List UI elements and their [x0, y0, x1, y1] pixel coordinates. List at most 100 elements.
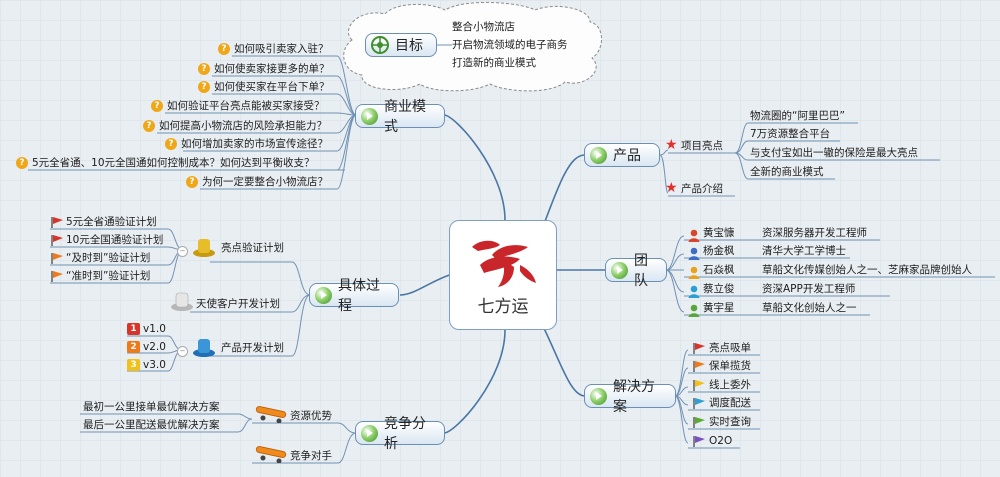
goal-item: 打造新的商业模式	[452, 57, 536, 69]
highlight-plan-label: 亮点验证计划	[221, 242, 284, 254]
member-role: 资深服务器开发工程师	[762, 227, 867, 239]
qifangyun-logo-icon	[472, 240, 536, 287]
question-icon: ?	[143, 120, 155, 132]
highlight-plan-item: 10元全国通验证计划	[66, 234, 164, 246]
goal-label: 目标	[395, 38, 423, 54]
person-icon	[688, 245, 700, 260]
project-highlights-label: 项目亮点	[681, 140, 723, 152]
highlight-item: 7万资源整合平台	[750, 128, 831, 140]
question-icon: ?	[16, 157, 28, 169]
version-item: v1.0	[143, 323, 166, 335]
skateboard-icon	[255, 446, 287, 463]
team-label: 团队	[634, 253, 648, 289]
flag-icon	[693, 436, 705, 447]
orange-flag-icon	[51, 271, 63, 282]
process-node[interactable]: 具体过程	[309, 278, 399, 314]
orange-flag-icon	[51, 253, 63, 264]
angel-plan-label: 天使客户开发计划	[196, 298, 280, 310]
person-icon	[688, 302, 700, 317]
solution-node[interactable]: 解决方案	[584, 379, 676, 415]
play-bullet-icon	[611, 261, 628, 279]
competition-node[interactable]: 竞争分析	[355, 416, 445, 452]
member-role: 资深APP开发工程师	[762, 283, 856, 295]
question-icon: ?	[218, 43, 230, 55]
solution-item: 实时查询	[709, 416, 751, 428]
goal-item: 开启物流领域的电子商务	[452, 39, 568, 51]
person-icon	[688, 264, 700, 279]
target-icon	[371, 36, 389, 54]
goal-node[interactable]: 目标	[365, 33, 437, 57]
member-role: 草船文化创始人之一	[762, 302, 857, 314]
play-bullet-icon	[590, 146, 607, 164]
member-name: 石焱枫	[703, 264, 735, 276]
flag-icon	[693, 343, 705, 354]
center-topic[interactable]: 七方运	[449, 220, 557, 330]
red-flag-icon	[51, 217, 63, 228]
rival-label: 竞争对手	[290, 450, 332, 462]
play-bullet-icon	[590, 387, 607, 405]
resource-item: 最后一公里配送最优解决方案	[83, 419, 220, 431]
team-node[interactable]: 团队	[605, 253, 667, 289]
question-item: 如何使买家在平台下单？	[214, 81, 330, 93]
collapse-toggle[interactable]: −	[177, 346, 188, 357]
person-icon	[688, 283, 700, 298]
member-name: 蔡立俊	[703, 283, 735, 295]
flag-icon	[693, 417, 705, 428]
collapse-toggle[interactable]: −	[177, 246, 188, 257]
person-icon	[688, 227, 700, 242]
flag-icon	[693, 398, 705, 409]
priority-2-icon: 2	[127, 341, 140, 353]
process-label: 具体过程	[338, 278, 380, 314]
solution-item: 亮点吸单	[709, 342, 751, 354]
business-model-label: 商业模式	[384, 99, 426, 135]
question-item: 如何增加卖家的市场宣传途径？	[181, 138, 328, 150]
highlight-plan-item: 5元全省通验证计划	[66, 216, 157, 228]
center-title: 七方运	[477, 297, 529, 317]
question-item: 如何吸引卖家入驻？	[234, 43, 329, 55]
highlight-plan-item: “及时到”验证计划	[66, 252, 151, 264]
resource-item: 最初一公里接单最优解决方案	[83, 401, 220, 413]
product-label: 产品	[613, 148, 641, 164]
skateboard-icon	[255, 406, 287, 423]
goal-cloud	[343, 2, 602, 92]
question-item: 如何使卖家接更多的单？	[214, 63, 330, 75]
highlight-item: 物流圈的“阿里巴巴”	[750, 110, 845, 122]
member-role: 清华大学工学博士	[762, 245, 846, 257]
product-node[interactable]: 产品	[584, 143, 660, 167]
product-dev-label: 产品开发计划	[221, 342, 284, 354]
priority-3-icon: 3	[127, 359, 140, 371]
solution-label: 解决方案	[613, 379, 655, 415]
solution-item: 保单揽货	[709, 360, 751, 372]
blue-hat-icon	[193, 339, 215, 357]
play-bullet-icon	[361, 107, 378, 125]
business-model-node[interactable]: 商业模式	[355, 99, 445, 135]
flag-icon	[693, 361, 705, 372]
star-icon: ★	[665, 180, 678, 196]
solution-item: 调度配送	[709, 397, 751, 409]
solution-item: 线上委外	[709, 379, 751, 391]
question-item: 如何验证平台亮点能被买家接受？	[167, 100, 325, 112]
solution-item: O2O	[709, 435, 733, 447]
member-name: 黄宝慷	[703, 227, 735, 239]
version-item: v2.0	[143, 341, 166, 353]
member-name: 杨金枫	[703, 245, 735, 257]
question-icon: ?	[198, 63, 210, 75]
highlight-plan-item: “准时到”验证计划	[66, 270, 151, 282]
question-item: 为何一定要整合小物流店？	[202, 176, 328, 188]
red-flag-icon	[51, 235, 63, 246]
question-icon: ?	[198, 81, 210, 93]
question-icon: ?	[186, 176, 198, 188]
play-bullet-icon	[315, 286, 332, 304]
flag-icon	[693, 380, 705, 391]
silver-hat-icon	[171, 292, 193, 311]
version-item: v3.0	[143, 359, 166, 371]
product-intro-label: 产品介绍	[681, 183, 723, 195]
priority-1-icon: 1	[127, 323, 140, 335]
play-bullet-icon	[361, 424, 378, 442]
question-icon: ?	[165, 138, 177, 150]
competition-label: 竞争分析	[384, 416, 426, 452]
member-role: 草船文化传媒创始人之一、芝麻家品牌创始人	[762, 264, 972, 276]
question-item: 如何提高小物流店的风险承担能力？	[159, 120, 327, 132]
